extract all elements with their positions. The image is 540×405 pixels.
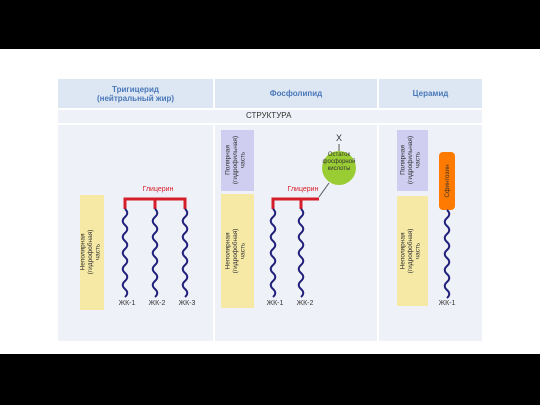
tg-fa1-label: ЖК-1	[119, 300, 136, 307]
tg-fa3-label: ЖК-3	[179, 300, 196, 307]
header-triglyceride: Тригицерид (нейтральный жир)	[58, 79, 213, 108]
tg-nonpolar-box	[80, 195, 104, 310]
pl-fatty-acid-chain-2	[297, 208, 305, 298]
cell-ceramide	[379, 125, 482, 341]
pl-polar-box	[221, 130, 254, 191]
tg-fatty-acid-chain-1	[121, 208, 129, 298]
tg-fatty-acid-chain-3	[181, 208, 189, 298]
cer-polar-label: Полярная(гидрофильная)часть	[400, 136, 422, 184]
tg-fatty-acid-chain-2	[151, 208, 159, 298]
header-triglyceride-label: Тригицерид (нейтральный жир)	[96, 84, 175, 103]
pl-fa1-label: ЖК-1	[267, 300, 284, 307]
pl-nonpolar-box	[221, 194, 254, 308]
phosphate-circle	[322, 151, 356, 185]
sphingosine-block	[439, 152, 455, 210]
header-phospholipid: Фосфолипид	[215, 79, 377, 108]
cer-polar-box	[397, 130, 428, 191]
tg-glycerin-backbone	[123, 197, 187, 209]
structure-label: СТРУКТУРА	[246, 111, 292, 120]
pl-glycerin-backbone	[271, 197, 319, 209]
header-phospholipid-label: Фосфолипид	[269, 89, 323, 98]
cer-fatty-acid-chain-1	[443, 209, 451, 299]
cer-nonpolar-box	[397, 196, 428, 306]
phosphate-bond	[318, 182, 330, 198]
pl-fa2-label: ЖК-2	[297, 300, 314, 307]
pl-glycerin-label: Глицерин	[288, 186, 319, 193]
structure-row	[58, 110, 482, 123]
lipid-structure-table: Тригицерид (нейтральный жир) Фосфолипид …	[58, 79, 482, 341]
tg-glycerin-label: Глицерин	[143, 186, 174, 193]
cer-fa1-label: ЖК-1	[439, 300, 456, 307]
pl-nonpolar-label: Неполярная(гидрофобная)часть	[225, 229, 247, 274]
sphingosine-label: Сфингозин	[444, 164, 451, 198]
tg-fa2-label: ЖК-2	[149, 300, 166, 307]
header-ceramide-label: Церамид	[412, 89, 449, 98]
pl-polar-label: Полярная(гидрофильная)часть	[225, 136, 247, 184]
cer-nonpolar-label: Неполярная(гидрофобная)часть	[400, 229, 422, 274]
x-group-label: X	[336, 133, 342, 143]
tg-nonpolar-label: Неполярная(гидрофобная)часть	[80, 230, 102, 275]
pl-fatty-acid-chain-1	[269, 208, 277, 298]
header-ceramide: Церамид	[379, 79, 482, 108]
